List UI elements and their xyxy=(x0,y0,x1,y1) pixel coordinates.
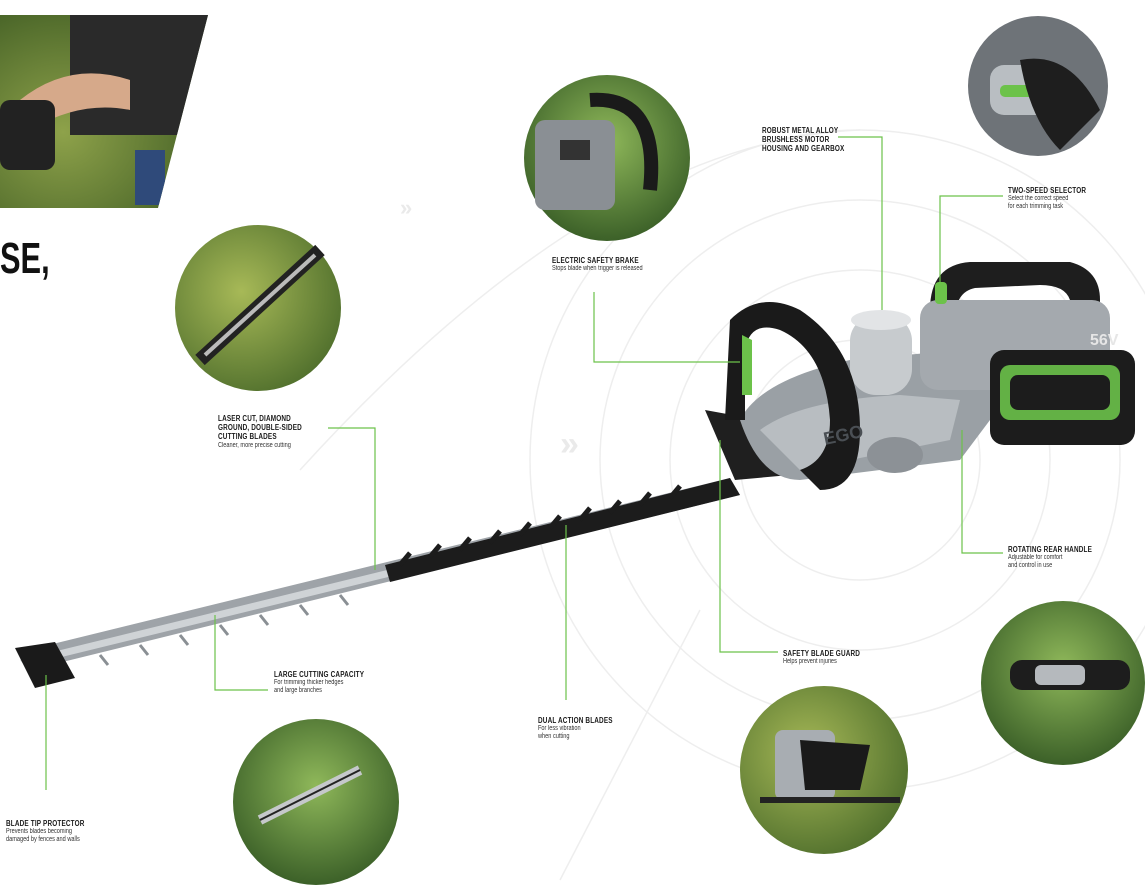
callout-motor-title: ROBUST METAL ALLOY BRUSHLESS MOTOR HOUSI… xyxy=(762,126,845,154)
front-handle xyxy=(725,302,860,490)
blade-guard-photo xyxy=(740,686,908,854)
svg-text:»: » xyxy=(400,195,412,220)
callout-brake-title: ELECTRIC SAFETY BRAKE xyxy=(552,256,639,265)
callout-blade-guard-desc: Helps prevent injuries xyxy=(783,658,837,666)
callout-rear-handle: ROTATING REAR HANDLE Adjustable for comf… xyxy=(1008,545,1113,570)
callout-blade-guard-title: SAFETY BLADE GUARD xyxy=(783,649,861,658)
callout-rear-handle-desc: Adjustable for comfort and control in us… xyxy=(1008,554,1063,570)
callout-tip-protector-desc: Prevents blades becoming damaged by fenc… xyxy=(6,828,80,844)
callout-capacity: LARGE CUTTING CAPACITY For trimming thic… xyxy=(274,670,387,695)
speed-selector-photo xyxy=(968,16,1108,156)
callout-tip-protector: BLADE TIP PROTECTOR Prevents blades beco… xyxy=(6,819,104,844)
voltage-badge: 56V xyxy=(1090,332,1119,349)
callout-dual-action-desc: For less vibration when cutting xyxy=(538,725,581,741)
callout-brake-desc: Stops blade when trigger is released xyxy=(552,265,643,273)
callout-speed: TWO-SPEED SELECTOR Select the correct sp… xyxy=(1008,186,1106,211)
blades-closeup-photo xyxy=(175,225,341,391)
svg-text:»: » xyxy=(560,425,579,463)
callout-blades-title: LASER CUT, DIAMOND GROUND, DOUBLE-SIDED … xyxy=(218,414,302,442)
headline-fragment: SE, xyxy=(0,234,50,283)
callout-dual-action: DUAL ACTION BLADES For less vibration wh… xyxy=(538,716,631,741)
callout-brake: ELECTRIC SAFETY BRAKE Stops blade when t… xyxy=(552,256,665,273)
callout-blade-guard: SAFETY BLADE GUARD Helps prevent injurie… xyxy=(783,649,879,666)
callout-blades-desc: Cleaner, more precise cutting xyxy=(218,441,291,449)
callout-rear-handle-title: ROTATING REAR HANDLE xyxy=(1008,545,1093,554)
brake-closeup-photo xyxy=(524,75,690,241)
callout-capacity-title: LARGE CUTTING CAPACITY xyxy=(274,670,365,679)
cutting-capacity-photo xyxy=(233,719,399,885)
callout-capacity-desc: For trimming thicker hedges and large br… xyxy=(274,679,344,695)
blade-bar xyxy=(20,478,740,670)
callout-speed-desc: Select the correct speed for each trimmi… xyxy=(1008,195,1069,211)
callout-dual-action-title: DUAL ACTION BLADES xyxy=(538,716,613,725)
callout-motor: ROBUST METAL ALLOY BRUSHLESS MOTOR HOUSI… xyxy=(762,126,865,154)
rear-handle-photo xyxy=(981,601,1145,765)
blade-tip-protector xyxy=(15,642,75,688)
callout-blades: LASER CUT, DIAMOND GROUND, DOUBLE-SIDED … xyxy=(218,414,323,450)
callout-tip-protector-title: BLADE TIP PROTECTOR xyxy=(6,819,85,828)
gear-wheel xyxy=(867,437,923,473)
callout-speed-title: TWO-SPEED SELECTOR xyxy=(1008,186,1087,195)
